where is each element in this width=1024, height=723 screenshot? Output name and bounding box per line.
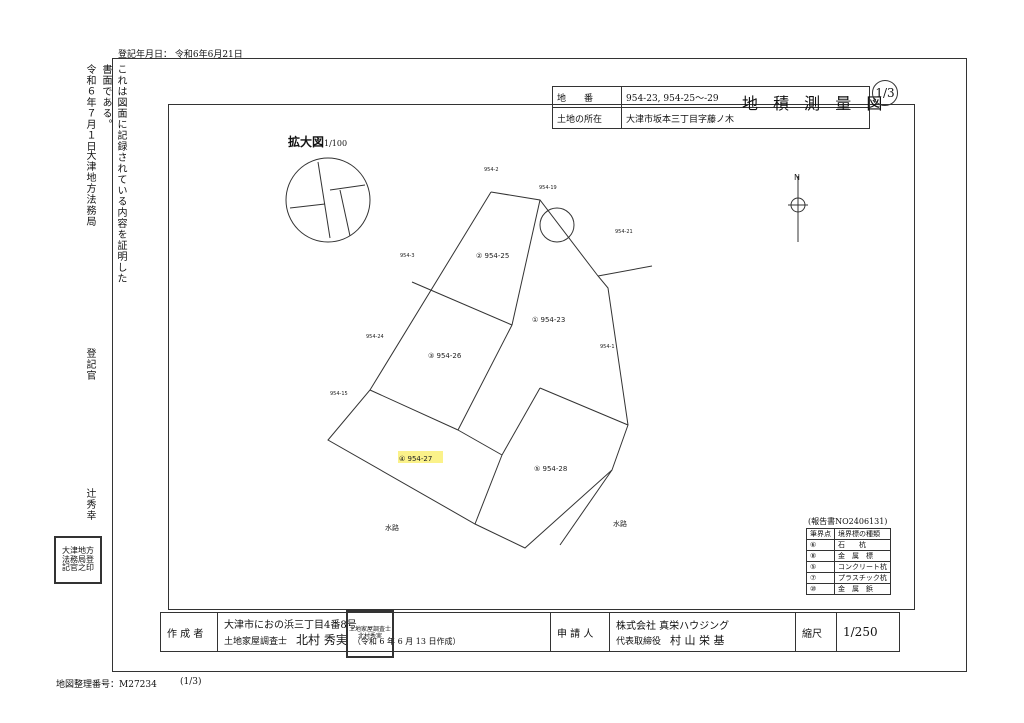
division-line (539, 387, 629, 426)
creator-title: 土地家屋調査士 (224, 637, 288, 647)
legend-col2: 境界標の種類 (834, 528, 891, 540)
division-line (457, 324, 513, 431)
page-number: (1/3) (180, 677, 202, 687)
page-mark: 1/3 (872, 80, 898, 106)
officer-name: 辻秀幸 (84, 488, 95, 521)
division-line (511, 199, 541, 326)
applicant-rep-title: 代表取締役 (616, 636, 662, 647)
legend-mark: ⑤ (806, 561, 835, 573)
legend-type: 石 杭 (834, 539, 891, 551)
creator-seal: 土地家屋調査士北村秀実 (346, 610, 394, 658)
inset-title: 拡大図1/100 (288, 133, 347, 150)
scale-label: 縮尺 (795, 612, 837, 652)
inset-circle (285, 157, 371, 243)
division-line (369, 389, 459, 431)
waterway-label-2: 水路 (613, 519, 627, 528)
applicant-rep-name: 村 山 栄 基 (670, 633, 725, 647)
legend-type: コンクリート杭 (834, 561, 891, 573)
highlight-954-27 (398, 451, 443, 463)
legend-type: プラスチック杭 (834, 572, 891, 584)
division-line (559, 469, 613, 546)
created-date: （令和 6 年 6 月 13 日作成） (356, 637, 461, 646)
legend-title: (報告書NO2406131) (808, 517, 888, 526)
legend-mark: ⑥ (806, 539, 835, 551)
parcel-954-28-label: ⑤ 954-28 (534, 465, 567, 473)
neighbor-954-21: 954-21 (615, 229, 633, 235)
inset-line (289, 203, 326, 209)
inset-line (339, 189, 351, 237)
division-line (474, 454, 503, 525)
creator-name: 北村 秀実 (296, 633, 348, 647)
neighbor-954-2: 954-2 (484, 167, 499, 173)
official-seal: 大津地方法務局登記官之印 (54, 536, 102, 584)
division-line (457, 429, 503, 456)
creator-seal-text: 土地家屋調査士北村秀実 (348, 626, 391, 640)
legend-type: 金 属 鋲 (834, 583, 891, 595)
division-line (501, 387, 541, 456)
inset-title-text: 拡大図 (288, 135, 325, 149)
officer-title: 登記官 (84, 348, 95, 381)
legend-type: 金 属 標 (834, 550, 891, 562)
footer-table: 作 成 者 大津市におの浜三丁目4番8号 土地家屋調査士 北村 秀実 （令和 6… (160, 612, 900, 652)
location-value: 大津市坂本三丁目字藤ノ木 (621, 107, 870, 129)
inset-scale: 1/100 (324, 139, 348, 148)
parcel-boundary (327, 191, 629, 549)
neighbor-954-3: 954-3 (400, 253, 415, 259)
certification-date: 令和６年７月１日 (84, 64, 95, 152)
waterway-label-1: 水路 (385, 523, 399, 532)
neighbor-954-19: 954-19 (539, 185, 557, 191)
scale-value: 1/250 (836, 612, 900, 652)
detail-circle (539, 207, 575, 243)
inset-line (329, 184, 366, 191)
drawing-frame (112, 58, 967, 672)
certification-office: 大津地方法務局 (84, 150, 95, 227)
division-line (411, 281, 513, 326)
neighbor-954-1: 954-1 (600, 344, 615, 350)
map-area (168, 104, 915, 610)
header-table: 地 番 954-23, 954-25～-29 土地の所在 大津市坂本三丁目字藤ノ… (552, 86, 870, 129)
creator-cell: 大津市におの浜三丁目4番8号 土地家屋調査士 北村 秀実 （令和 6 年 6 月… (217, 612, 551, 652)
parcel-954-23-label: ① 954-23 (532, 316, 565, 324)
neighbor-954-24: 954-24 (366, 334, 384, 340)
parcel-954-27-label: ④ 954-27 (399, 455, 432, 463)
map-number: 地図整理番号：M27234 (56, 680, 157, 690)
boundary-line (597, 265, 653, 277)
neighbor-954-15: 954-15 (330, 391, 348, 397)
parcel-954-25-label: ② 954-25 (476, 252, 509, 260)
creator-label: 作 成 者 (160, 612, 218, 652)
parcel-954-26-label: ③ 954-26 (428, 352, 462, 360)
official-seal-text: 大津地方法務局登記官之印 (62, 545, 94, 573)
certification-text: これは図面に記録されている内容を証明した書面である。 (100, 64, 126, 284)
applicant-company: 株式会社 真栄ハウジング (616, 620, 730, 632)
inset-line (317, 161, 331, 239)
legend-mark: ⑦ (806, 572, 835, 584)
legend-mark: ⑩ (806, 583, 835, 595)
document-title: 地 積 測 量 図 (742, 94, 888, 113)
creator-address: 大津市におの浜三丁目4番8号 (224, 620, 357, 631)
legend-col1: 筆界点 (806, 528, 835, 540)
applicant-label: 申 請 人 (550, 612, 610, 652)
applicant-cell: 株式会社 真栄ハウジング 代表取締役 村 山 栄 基 (609, 612, 796, 652)
registration-date: 登記年月日： 令和6年6月21日 (118, 50, 243, 60)
legend-mark: ⑧ (806, 550, 835, 562)
north-label: N (794, 173, 800, 182)
